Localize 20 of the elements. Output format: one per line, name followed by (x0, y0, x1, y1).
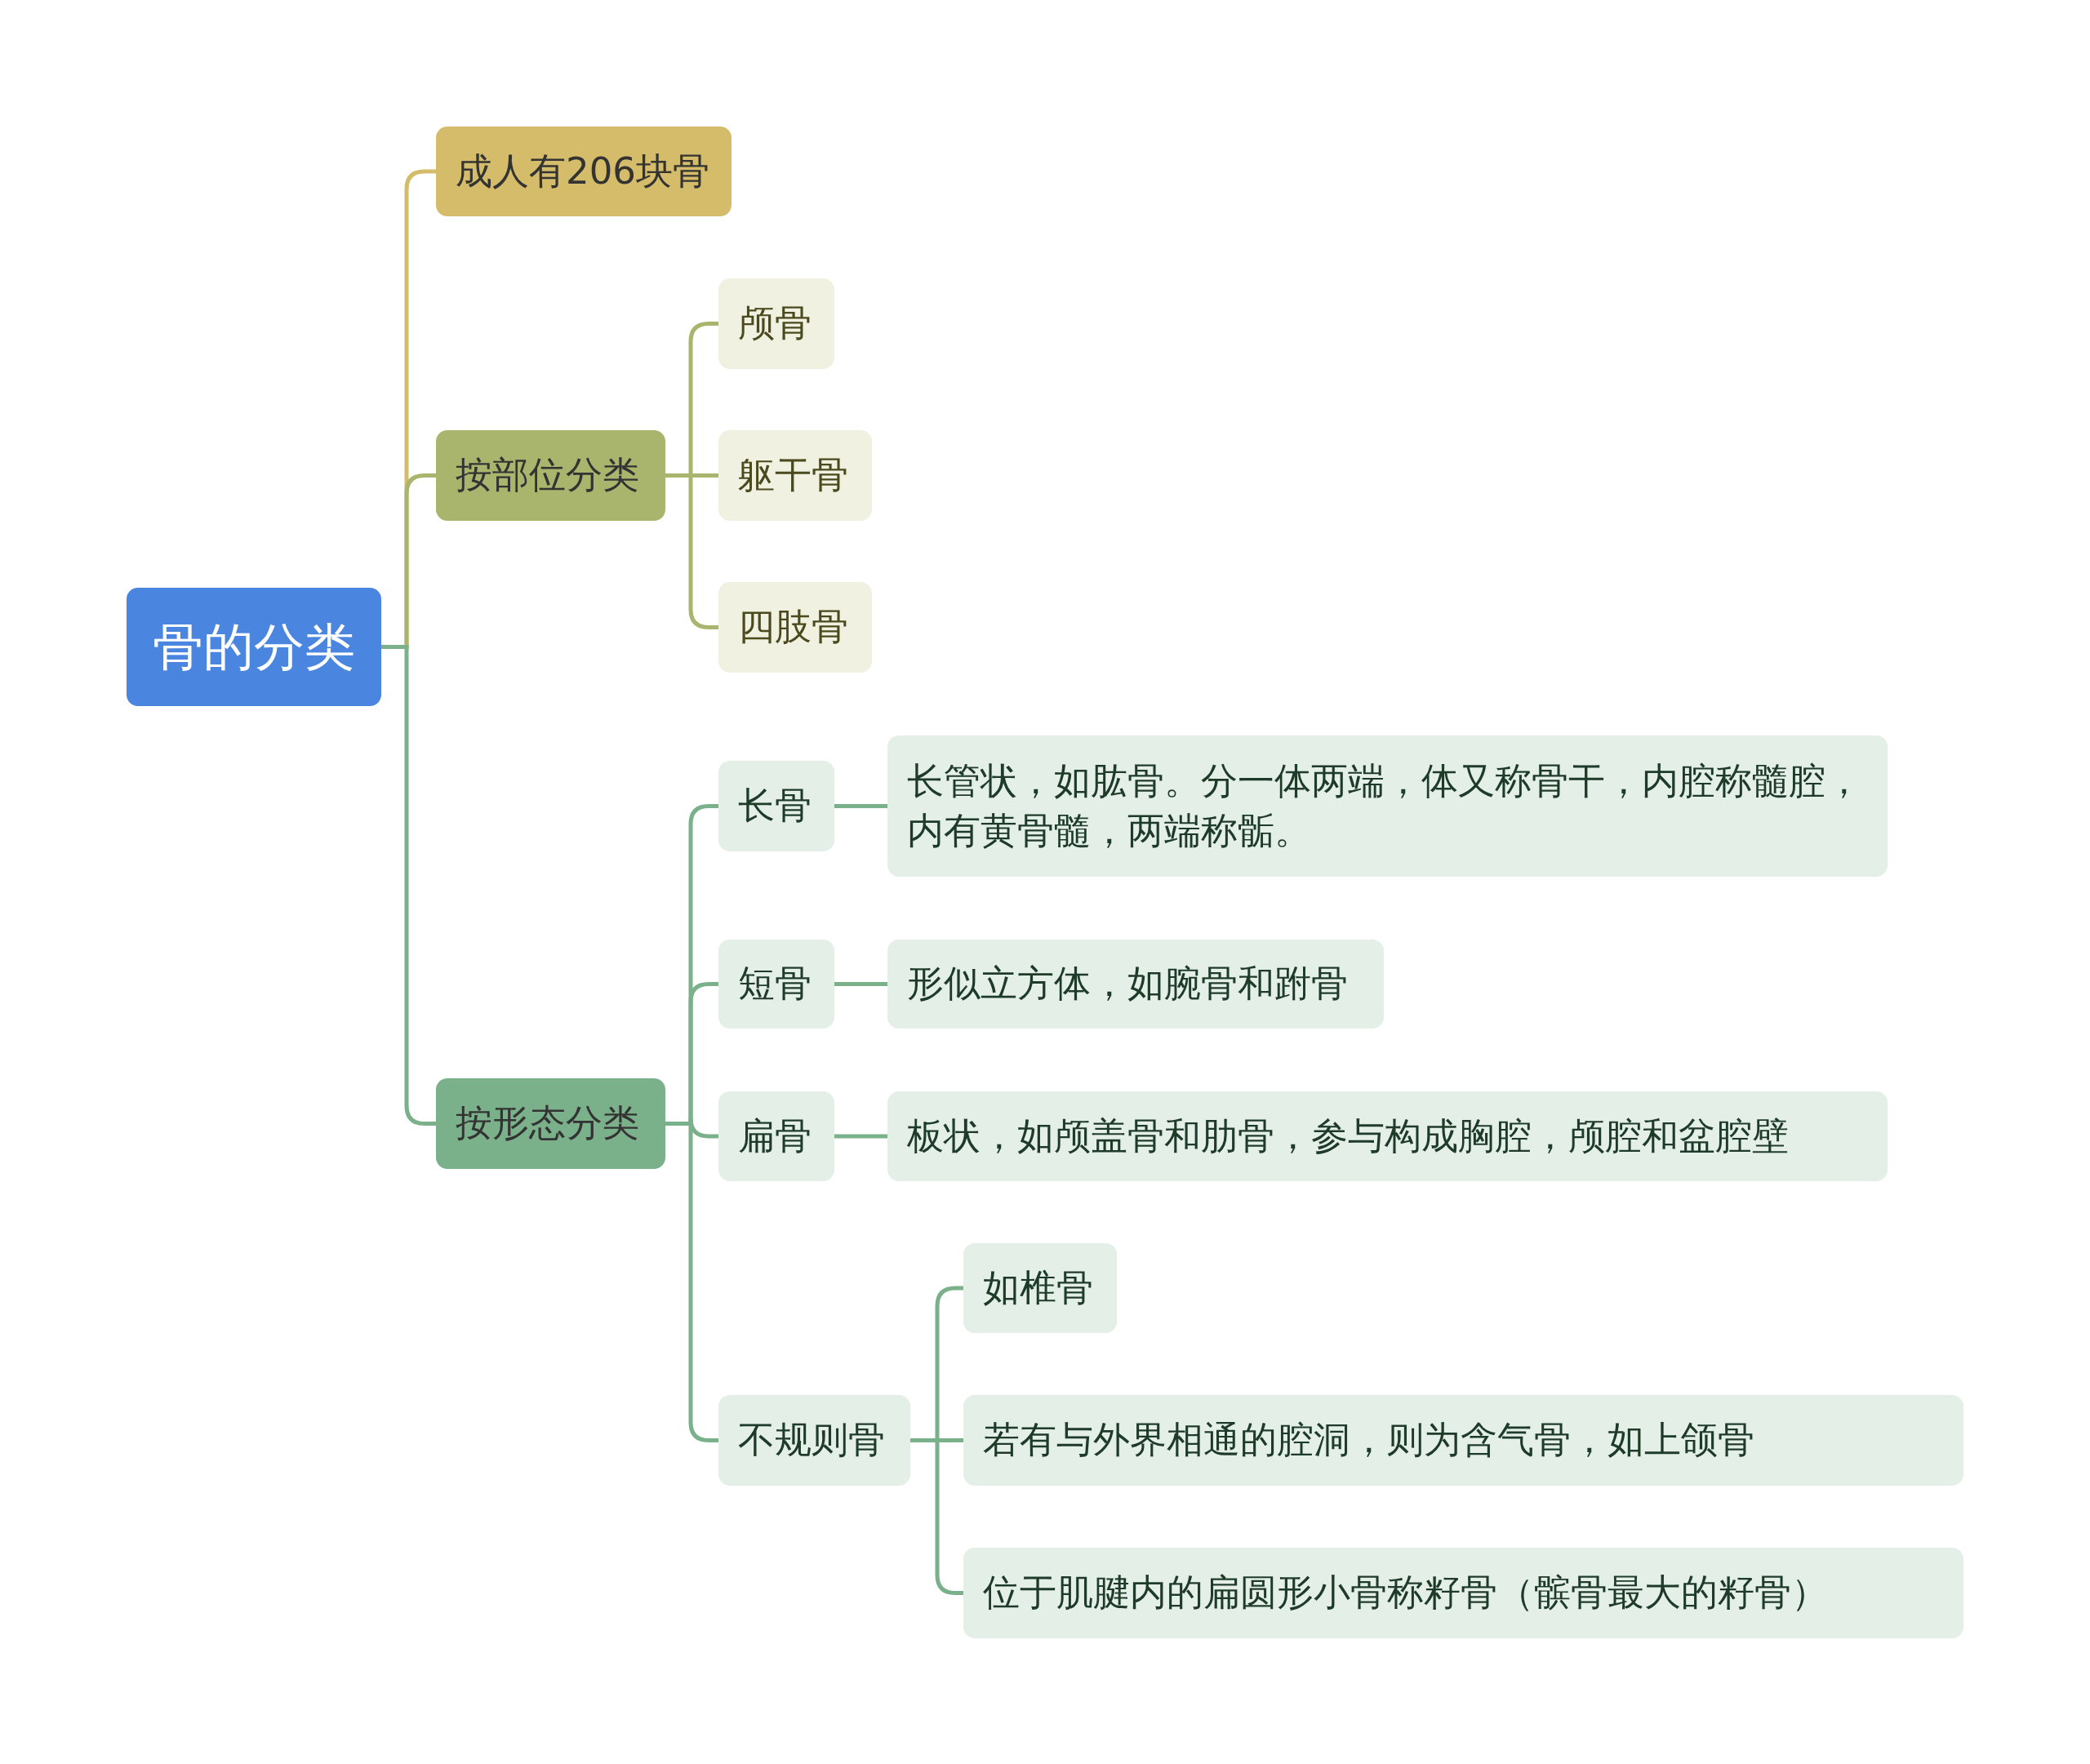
topic-box: 躯干骨 (718, 430, 872, 521)
topic-box: 如椎骨 (963, 1243, 1117, 1333)
topic-box: 短骨 (718, 940, 834, 1029)
topic-box: 颅骨 (718, 278, 834, 369)
note-box: 形似立方体，如腕骨和跗骨 (887, 940, 1384, 1029)
topic-box: 按形态分类 (436, 1078, 665, 1169)
note-box: 板状，如颅盖骨和肋骨，参与构成胸腔，颅腔和盆腔壁 (887, 1091, 1888, 1181)
note-box: 若有与外界相通的腔洞，则为含气骨，如上颌骨 (963, 1395, 1963, 1486)
topic-box: 不规则骨 (718, 1395, 910, 1486)
topic-box: 扁骨 (718, 1091, 834, 1181)
root-topic-box: 骨的分类 (127, 588, 381, 706)
connector-line (834, 982, 887, 986)
note-box: 长管状，如肱骨。分一体两端，体又称骨干，内腔称髓腔，内有黄骨髓，两端称骺。 (887, 735, 1888, 877)
topic-box: 四肢骨 (718, 582, 872, 673)
topic-box: 按部位分类 (436, 430, 665, 521)
note-box: 位于肌腱内的扁圆形小骨称籽骨（髌骨最大的籽骨） (963, 1548, 1963, 1638)
topic-box: 成人有206块骨 (436, 127, 732, 216)
connector-line (834, 1134, 887, 1139)
topic-box: 长骨 (718, 761, 834, 851)
connector-line (834, 804, 887, 808)
